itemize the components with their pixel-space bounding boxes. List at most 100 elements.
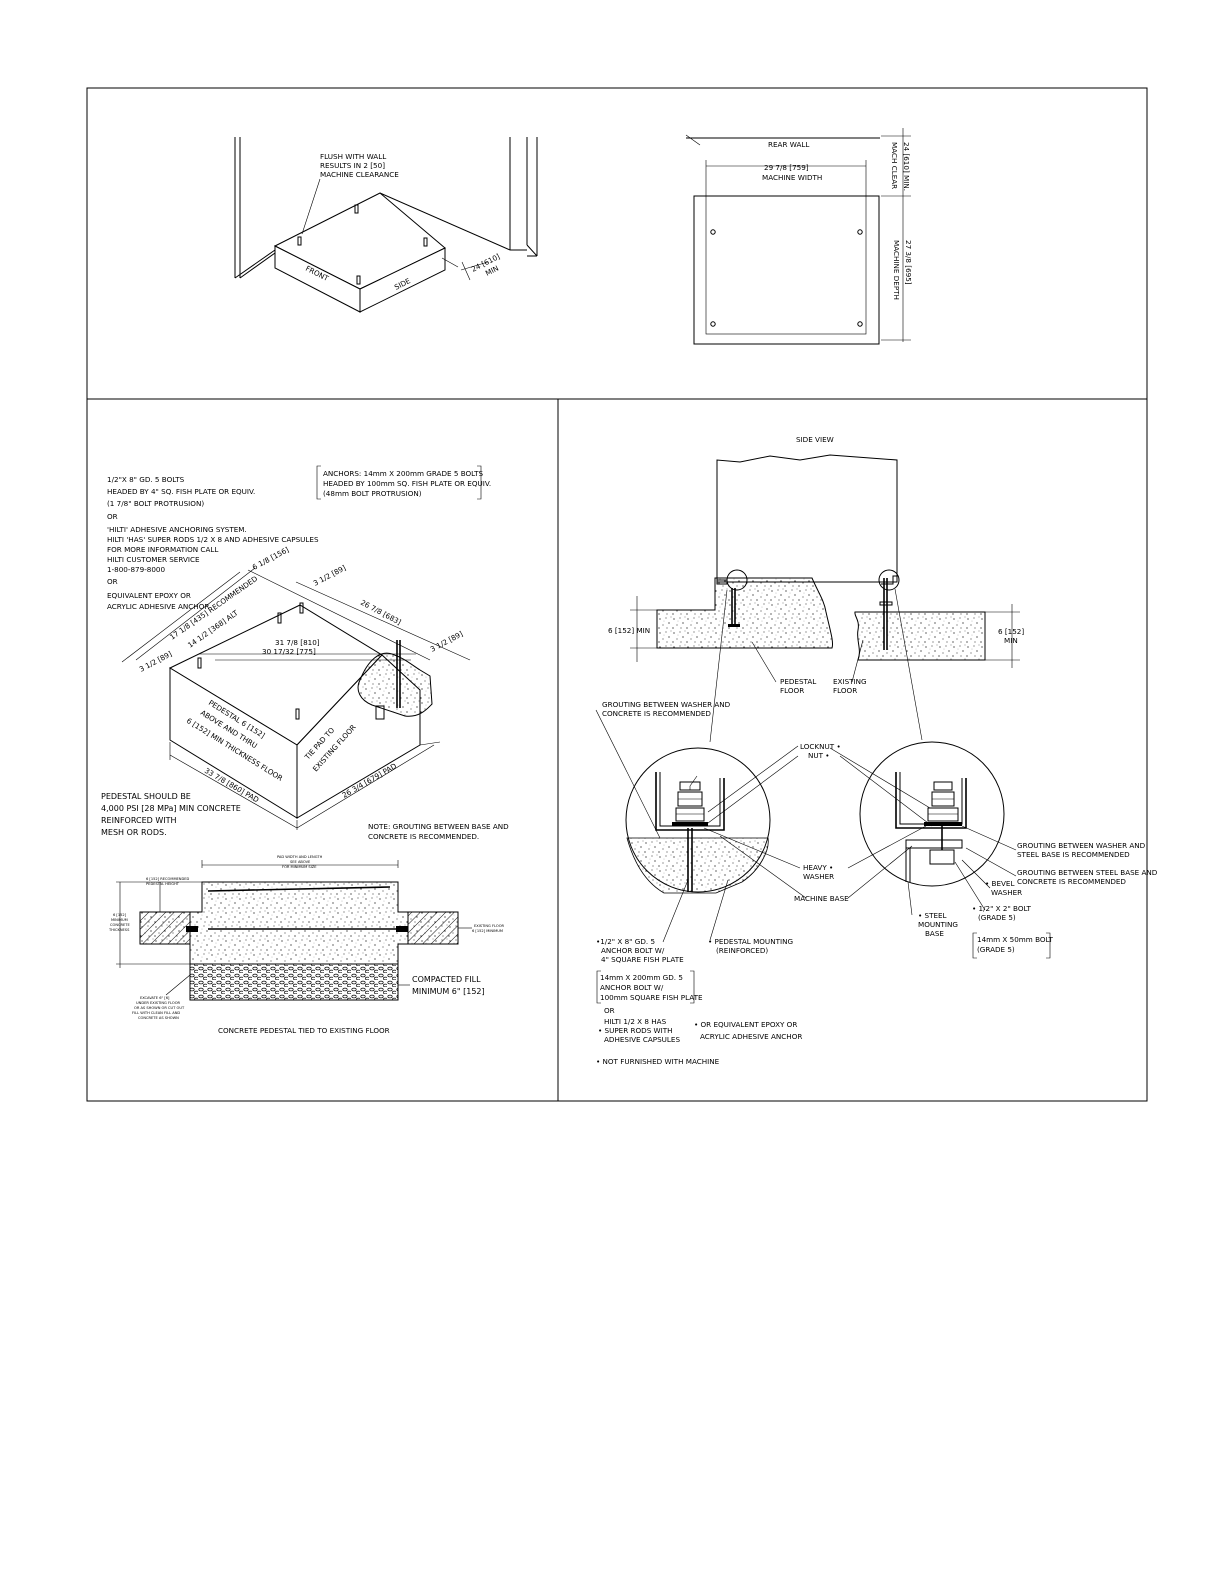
dim-31-7-8: 31 7/8 [810] — [275, 638, 320, 647]
pedestal-mounting-note: (REINFORCED) — [716, 946, 768, 955]
excavate-note-line: OR AS SHOWN OR CUT OUT — [134, 1006, 185, 1010]
hilti-note: • SUPER RODS WITH — [598, 1026, 673, 1035]
pedestal-floor-label: PEDESTAL — [780, 677, 816, 686]
bolts-note-line: ACRYLIC ADHESIVE ANCHOR — [107, 602, 209, 611]
flush-note-line-1: FLUSH WITH WALL — [320, 152, 386, 161]
isometric-pad-view — [234, 137, 538, 313]
pad-size-note-line: SEE ABOVE — [290, 860, 311, 864]
steel-base-label: MOUNTING — [918, 920, 958, 929]
excavate-note-line: UNDER EXISTING FLOOR — [136, 1001, 181, 1005]
epoxy-note: ACRYLIC ADHESIVE ANCHOR — [700, 1032, 802, 1041]
anchor-bolt-note: ANCHOR BOLT W/ — [601, 946, 665, 955]
pad-size-note-line: PAD WIDTH AND LENGTH — [277, 855, 323, 859]
bolts-note-line: (1 7/8" BOLT PROTRUSION) — [107, 499, 204, 508]
machine-clear-dim: 24 [610] MIN. — [902, 142, 911, 191]
bolts-note-line: 1-800-879-8000 — [107, 565, 166, 574]
epoxy-note: • OR EQUIVALENT EPOXY OR — [694, 1020, 797, 1029]
grout-steel-note: STEEL BASE IS RECOMMENDED — [1017, 850, 1130, 859]
half-inch-bolt-label: (GRADE 5) — [978, 913, 1016, 922]
concrete-note: PEDESTAL SHOULD BE 4,000 PSI [28 MPa] MI… — [101, 792, 241, 837]
min-thickness-note: THICKNESS — [108, 928, 130, 932]
bevel-washer-label: • BEVEL — [985, 879, 1014, 888]
min-thickness-note: MINIMUM — [111, 918, 128, 922]
bolt-14mm-line: (GRADE 5) — [977, 945, 1015, 954]
grout-steel-concrete-note: GROUTING BETWEEN STEEL BASE AND — [1017, 868, 1158, 877]
dim-3-1-2-left: 3 1/2 [89] — [138, 649, 174, 674]
anchor-14mm-note: 14mm X 200mm GD. 5 ANCHOR BOLT W/ 100mm … — [596, 970, 703, 1004]
sheet-frame — [86, 87, 1148, 1102]
side-view-title: SIDE VIEW — [796, 435, 834, 444]
bolts-note-line: OR — [107, 577, 118, 586]
concrete-note-line: MESH OR RODS. — [101, 828, 167, 837]
excavate-note-line: FILL WITH CLEAN FILL AND — [132, 1011, 180, 1015]
dim-30-17-32: 30 17/32 [775] — [262, 647, 316, 656]
machine-clear-label: MACH CLEAR — [890, 142, 899, 189]
hilti-note: ADHESIVE CAPSULES — [604, 1035, 680, 1044]
bolt-14mm-line: 14mm X 50mm BOLT — [977, 935, 1054, 944]
pad-size-note-line: FOR MINIMUM SIZE — [282, 865, 317, 869]
bolts-note-line: 1/2"X 8" GD. 5 BOLTS — [107, 475, 185, 484]
anchors-note-line: HEADED BY 100mm SQ. FISH PLATE OR EQUIV. — [323, 479, 491, 488]
min-right-dim-min: MIN — [1004, 636, 1018, 645]
pedestal-mounting-note: • PEDESTAL MOUNTING — [708, 937, 793, 946]
anchor-bolt-note: 4" SQUARE FISH PLATE — [601, 955, 684, 964]
machine-base-label: MACHINE BASE — [794, 894, 849, 903]
grout-steel-concrete-note: CONCRETE IS RECOMMENDED — [1017, 877, 1126, 886]
min-right-dim: 6 [152] — [998, 627, 1024, 636]
min-left-dim: 6 [152] MIN — [608, 626, 650, 635]
bolts-note-line: EQUIVALENT EPOXY OR — [107, 591, 191, 600]
machine-depth-dim: 27 3/8 [695] — [904, 240, 913, 285]
dim-3-1-2-top: 3 1/2 [89] — [312, 563, 348, 588]
recommended-height-note: 6 [152] RECOMMENDED — [146, 877, 190, 881]
pedestal-floor-label: FLOOR — [780, 686, 804, 695]
steel-base-label: BASE — [925, 929, 944, 938]
existing-floor-label: FLOOR — [833, 686, 857, 695]
rear-wall-label: REAR WALL — [768, 140, 809, 149]
bolts-note-line: HEADED BY 4" SQ. FISH PLATE OR EQUIV. — [107, 487, 255, 496]
grout-steel-note: GROUTING BETWEEN WASHER AND — [1017, 841, 1146, 850]
compacted-fill-note: MINIMUM 6" [152] — [412, 987, 485, 996]
bolts-note-line: FOR MORE INFORMATION CALL — [107, 545, 218, 554]
grout-note-line: NOTE: GROUTING BETWEEN BASE AND — [368, 822, 509, 831]
min-thickness-note: CONCRETE — [110, 923, 130, 927]
pedestal-block — [121, 567, 471, 830]
excavate-note-line: CONCRETE AS SHOWN — [138, 1016, 179, 1020]
excavate-note-line: EXCAVATE 6" [6] — [140, 996, 170, 1000]
anchor-14mm-line: 14mm X 200mm GD. 5 — [600, 973, 683, 982]
heavy-washer-label: HEAVY • — [803, 863, 833, 872]
nut-label: NUT • — [808, 751, 830, 760]
bolts-note-line: HILTI CUSTOMER SERVICE — [107, 555, 200, 564]
min-thickness-note: 6 [152] — [113, 913, 127, 917]
anchors-note-line: (48mm BOLT PROTRUSION) — [323, 489, 422, 498]
bolts-note-line: OR — [107, 512, 118, 521]
side-view-elevation — [630, 454, 1020, 743]
bolts-note-line: HILTI 'HAS' SUPER RODS 1/2 X 8 AND ADHES… — [107, 535, 319, 544]
locknut-label: LOCKNUT • — [800, 742, 841, 751]
machine-depth-label: MACHINE DEPTH — [892, 240, 901, 300]
anchors-note: ANCHORS: 14mm X 200mm GRADE 5 BOLTS HEAD… — [316, 465, 491, 500]
bolts-note-line: 'HILTI' ADHESIVE ANCHORING SYSTEM. — [107, 525, 247, 534]
steel-base-label: • STEEL — [918, 911, 947, 920]
dim-26-7-8: 26 7/8 [683] — [359, 598, 403, 627]
plan-view — [685, 128, 911, 345]
bolts-note: 1/2"X 8" GD. 5 BOLTS HEADED BY 4" SQ. FI… — [107, 475, 319, 611]
not-furnished-note: • NOT FURNISHED WITH MACHINE — [596, 1057, 720, 1066]
detail-pedestal-bolt — [625, 747, 771, 894]
flush-note-line-3: MACHINE CLEARANCE — [320, 170, 399, 179]
heavy-washer-label: WASHER — [803, 872, 834, 881]
existing-floor-note: EXISTING FLOOR — [474, 924, 505, 928]
half-inch-bolt-label: • 1/2" X 2" BOLT — [972, 904, 1032, 913]
bevel-washer-label: WASHER — [991, 888, 1022, 897]
anchor-bolt-note: •1/2" X 8" GD. 5 — [596, 937, 655, 946]
machine-width-label: MACHINE WIDTH — [762, 173, 822, 182]
concrete-note-line: REINFORCED WITH — [101, 816, 177, 825]
bolt-14mm-note: 14mm X 50mm BOLT (GRADE 5) — [972, 932, 1054, 959]
leader-lines — [595, 709, 1017, 943]
machine-width-dim: 29 7/8 [759] — [764, 163, 809, 172]
existing-floor-label: EXISTING — [833, 677, 867, 686]
dim-3-1-2-right: 3 1/2 [89] — [429, 629, 465, 654]
pedestal-section — [116, 860, 472, 1001]
flush-note-line-2: RESULTS IN 2 [50] — [320, 161, 385, 170]
existing-floor-note: 6 [152] MINIMUM — [472, 929, 503, 933]
